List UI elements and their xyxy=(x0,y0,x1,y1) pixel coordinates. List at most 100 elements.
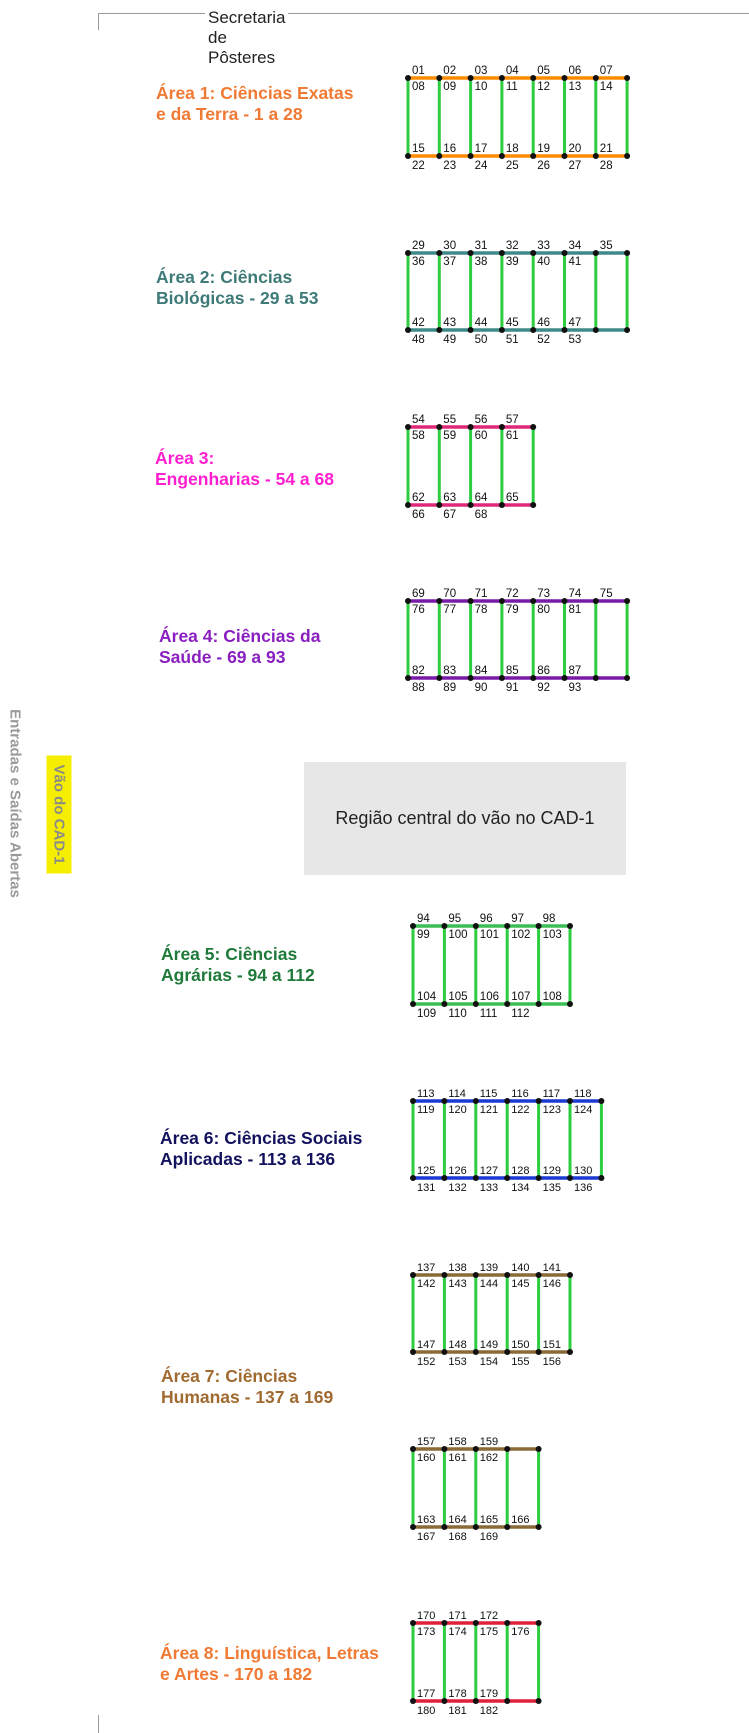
poster-number: 100 xyxy=(448,929,467,941)
poster-number: 165 xyxy=(480,1514,498,1526)
area-2-line1: Área 2: Ciências xyxy=(156,267,293,287)
node-dot xyxy=(504,1001,511,1007)
area-7-line2: Humanas - 137 a 169 xyxy=(161,1387,334,1407)
node-dot xyxy=(441,1349,448,1355)
poster-number: 155 xyxy=(511,1356,529,1368)
poster-number: 54 xyxy=(412,414,425,426)
poster-number: 122 xyxy=(511,1104,529,1116)
poster-number: 70 xyxy=(443,588,456,600)
node-dot xyxy=(535,1524,542,1530)
poster-number: 14 xyxy=(600,81,613,93)
poster-number: 175 xyxy=(480,1626,498,1638)
poster-number: 138 xyxy=(448,1262,466,1274)
poster-number: 99 xyxy=(417,929,430,941)
node-dot xyxy=(467,153,474,159)
node-dot xyxy=(498,598,505,604)
poster-number: 102 xyxy=(511,929,530,941)
poster-number: 05 xyxy=(537,65,550,77)
poster-number: 34 xyxy=(569,240,582,252)
poster-number: 135 xyxy=(543,1182,561,1194)
poster-number: 180 xyxy=(417,1705,435,1717)
poster-number: 46 xyxy=(537,317,550,329)
poster-number: 16 xyxy=(443,143,456,155)
poster-number: 57 xyxy=(506,414,519,426)
node-dot xyxy=(624,153,631,159)
poster-number: 153 xyxy=(448,1356,466,1368)
poster-number: 71 xyxy=(475,588,488,600)
node-dot xyxy=(436,502,443,508)
node-dot xyxy=(567,1098,573,1104)
poster-number: 84 xyxy=(475,665,488,677)
poster-number: 124 xyxy=(574,1104,592,1116)
poster-number: 142 xyxy=(417,1278,435,1290)
node-dot xyxy=(504,1446,511,1452)
area-5-line2: Agrárias - 94 a 112 xyxy=(161,965,315,985)
poster-number: 86 xyxy=(537,665,550,677)
poster-number: 125 xyxy=(417,1165,435,1177)
area-label-6: Área 6: Ciências Sociais Aplicadas - 113… xyxy=(160,1128,362,1170)
poster-number: 170 xyxy=(417,1610,435,1622)
node-dot xyxy=(624,598,631,604)
poster-number: 82 xyxy=(412,665,425,677)
poster-number: 128 xyxy=(511,1165,529,1177)
poster-number: 38 xyxy=(475,256,488,268)
node-dot xyxy=(498,327,505,333)
poster-number: 131 xyxy=(417,1182,435,1194)
poster-number: 167 xyxy=(417,1531,435,1543)
poster-number: 111 xyxy=(480,1008,497,1020)
poster-number: 149 xyxy=(480,1339,498,1351)
node-dot xyxy=(535,1175,542,1181)
node-dot xyxy=(561,75,568,81)
node-dot xyxy=(624,675,631,681)
node-dot xyxy=(410,1524,416,1530)
poster-number: 66 xyxy=(412,509,425,521)
node-dot xyxy=(567,923,573,929)
poster-number: 147 xyxy=(417,1339,435,1351)
node-dot xyxy=(498,75,505,81)
poster-number: 139 xyxy=(480,1262,498,1274)
poster-number: 81 xyxy=(569,604,582,616)
area-1-line2: e da Terra - 1 a 28 xyxy=(156,104,303,124)
node-dot xyxy=(567,1175,573,1181)
poster-number: 29 xyxy=(412,240,425,252)
node-dot xyxy=(535,923,542,929)
node-dot xyxy=(436,675,443,681)
poster-number: 09 xyxy=(443,81,456,93)
poster-number: 21 xyxy=(600,143,613,155)
node-dot xyxy=(410,1620,416,1626)
node-dot xyxy=(498,424,505,430)
poster-number: 110 xyxy=(448,1008,466,1020)
area-8-line1: Área 8: Linguística, Letras xyxy=(160,1643,379,1663)
poster-number: 164 xyxy=(448,1514,466,1526)
poster-number: 58 xyxy=(412,430,425,442)
poster-number: 42 xyxy=(412,317,425,329)
poster-number: 151 xyxy=(543,1339,561,1351)
node-dot xyxy=(467,75,474,81)
poster-number: 178 xyxy=(448,1688,466,1700)
poster-number: 107 xyxy=(511,991,530,1003)
poster-number: 27 xyxy=(569,160,582,172)
area-8-line2: e Artes - 170 a 182 xyxy=(160,1664,313,1684)
poster-number: 179 xyxy=(480,1688,498,1700)
poster-number: 32 xyxy=(506,240,519,252)
node-dot xyxy=(592,675,599,681)
poster-number: 11 xyxy=(506,81,518,93)
poster-number: 80 xyxy=(537,604,550,616)
node-dot xyxy=(498,153,505,159)
poster-number: 171 xyxy=(448,1610,466,1622)
poster-number: 172 xyxy=(480,1610,498,1622)
node-dot xyxy=(472,1175,479,1181)
poster-number: 10 xyxy=(475,81,488,93)
poster-number: 55 xyxy=(443,414,456,426)
poster-number: 75 xyxy=(600,588,613,600)
node-dot xyxy=(561,153,568,159)
node-dot xyxy=(535,1272,542,1278)
poster-number: 47 xyxy=(569,317,582,329)
node-dot xyxy=(561,250,568,256)
poster-number: 25 xyxy=(506,160,519,172)
node-dot xyxy=(410,1446,416,1452)
node-dot xyxy=(535,1698,542,1704)
poster-number: 95 xyxy=(448,913,461,925)
node-dot xyxy=(535,1620,542,1626)
poster-number: 48 xyxy=(412,334,425,346)
